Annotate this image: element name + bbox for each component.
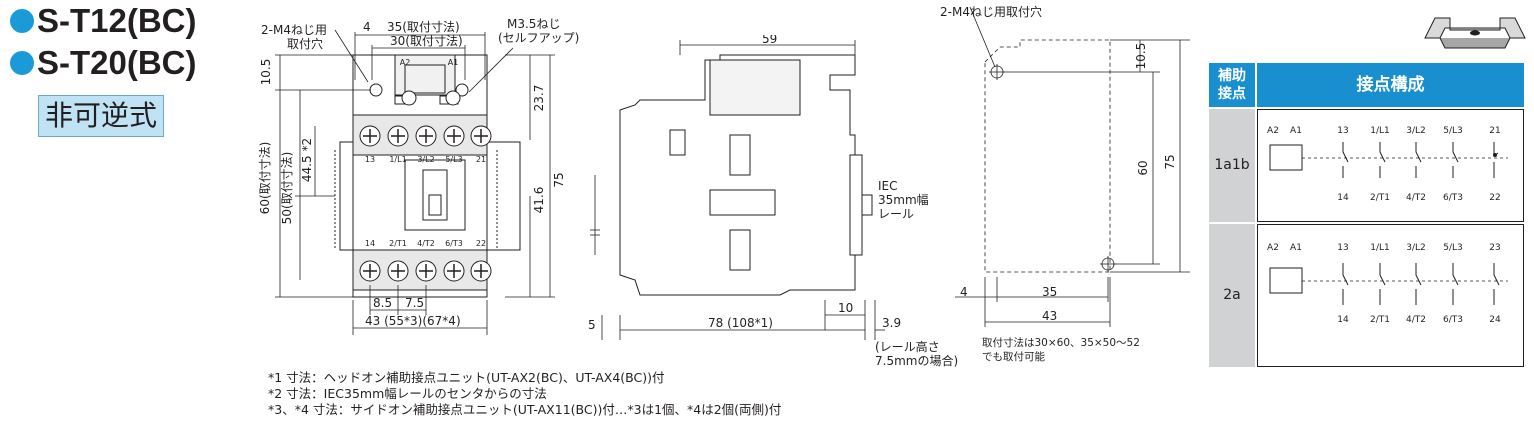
dim-3-9: 3.9 xyxy=(882,316,901,330)
rail-label: 35mm幅 xyxy=(878,192,929,207)
table-header-config: 接点構成 xyxy=(1257,63,1524,107)
rail-clip-icon xyxy=(1424,17,1526,49)
dim-43: 43 (55*3)(67*4) xyxy=(365,314,461,328)
svg-text:14: 14 xyxy=(1337,193,1349,203)
dim-5: 5 xyxy=(588,318,596,332)
side-view-drawing: 59 5 78 (108*1) 10 3.9 IEC 35mm幅 レール (レー… xyxy=(588,35,958,368)
dim-8-5: 8.5 xyxy=(373,296,392,310)
dim-50: 50(取付寸法) xyxy=(280,152,294,225)
row-label: 1a1b xyxy=(1209,109,1255,222)
svg-text:6/T3: 6/T3 xyxy=(1443,315,1463,325)
dim-35: 35 xyxy=(1042,285,1057,299)
top-terminal-label: 21 xyxy=(476,155,486,164)
model-title-1: S-T12(BC) xyxy=(10,2,197,40)
dim-43: 43 xyxy=(1042,309,1057,323)
svg-text:A2: A2 xyxy=(1267,243,1279,253)
contact-row-1: A2 A1 13 1/L1 3/L2 5/L3 21 14 2/T1 4/T2 … xyxy=(1257,109,1524,222)
bottom-terminal-label: 6/T3 xyxy=(445,239,463,248)
mount-hole-label: 2-M4ねじ用 xyxy=(261,23,327,37)
svg-text:5/L3: 5/L3 xyxy=(1443,126,1463,136)
screw-label: (セルフアップ) xyxy=(498,31,579,45)
dim-10-5: 10.5 xyxy=(1134,43,1148,70)
bottom-terminal-label: 14 xyxy=(365,239,375,248)
svg-text:13: 13 xyxy=(1337,243,1348,253)
mount-view-drawing: 2-M4ねじ用取付穴 10.5 60 75 4 35 43 取付寸法は30×60… xyxy=(940,4,1190,363)
row-label: 2a xyxy=(1209,224,1255,367)
svg-text:13: 13 xyxy=(1337,126,1348,136)
type-badge: 非可逆式 xyxy=(38,95,164,137)
svg-text:2/T1: 2/T1 xyxy=(1370,193,1390,203)
svg-text:2/T1: 2/T1 xyxy=(1370,315,1390,325)
contact-diagram-1a1b: A2 A1 13 1/L1 3/L2 5/L3 21 14 2/T1 4/T2 … xyxy=(1267,126,1508,203)
dim-44-5: 44.5 *2 xyxy=(300,138,314,182)
dim-59: 59 xyxy=(762,35,777,46)
svg-text:14: 14 xyxy=(1337,315,1349,325)
contact-diagram-2a: A2 A1 13 1/L1 3/L2 5/L3 23 14 2/T1 4/T2 … xyxy=(1267,243,1508,325)
dim-75: 75 xyxy=(1163,154,1177,169)
top-terminal-label: 13 xyxy=(365,155,375,164)
dim-78: 78 (108*1) xyxy=(708,316,773,330)
dim-60: 60 xyxy=(1136,160,1150,175)
rail-note: (レール高さ xyxy=(875,339,940,354)
svg-text:A1: A1 xyxy=(1290,243,1302,253)
top-terminal-label: 5/L3 xyxy=(445,155,462,164)
dim-4: 4 xyxy=(960,285,968,299)
mount-hole-label: 取付穴 xyxy=(287,36,323,51)
dim-7-5: 7.5 xyxy=(405,296,424,310)
dim-4: 4 xyxy=(363,20,371,34)
bottom-terminal-label: 2/T1 xyxy=(389,239,407,248)
mount-note: でも取付可能 xyxy=(982,350,1045,363)
front-view-drawing: 13 1/L1 3/L2 5/L3 21 14 2/T1 4/T2 6/T3 2… xyxy=(258,17,579,335)
contact-row-2: A2 A1 13 1/L1 3/L2 5/L3 23 14 2/T1 4/T2 … xyxy=(1257,224,1524,367)
mount-hole-label: 2-M4ねじ用取付穴 xyxy=(940,4,1042,19)
rail-note: 7.5mmの場合) xyxy=(875,353,958,368)
coil-terminal-label: A1 xyxy=(448,58,459,67)
svg-text:3/L2: 3/L2 xyxy=(1406,126,1426,136)
svg-text:21: 21 xyxy=(1489,126,1500,136)
mount-note: 取付寸法は30×60、35×50〜52 xyxy=(982,336,1140,349)
dim-23-7: 23.7 xyxy=(532,85,546,112)
top-terminal-label: 3/L2 xyxy=(417,155,434,164)
svg-text:5/L3: 5/L3 xyxy=(1443,243,1463,253)
bullet-icon xyxy=(10,9,34,33)
footnote-3: *3、*4 寸法：サイドオン補助接点ユニット(UT-AX11(BC))付…*3は… xyxy=(268,402,782,417)
bottom-terminal-label: 4/T2 xyxy=(417,239,435,248)
dim-30: 30(取付寸法) xyxy=(390,34,463,48)
bottom-terminal-label: 22 xyxy=(476,239,486,248)
dim-10: 10 xyxy=(838,301,853,315)
svg-text:A2: A2 xyxy=(1267,126,1279,136)
svg-text:23: 23 xyxy=(1489,243,1500,253)
rail-label: レール xyxy=(878,207,914,221)
svg-text:3/L2: 3/L2 xyxy=(1406,243,1426,253)
coil-terminal-label: A2 xyxy=(400,58,411,67)
model-title-2: S-T20(BC) xyxy=(10,44,197,82)
bullet-icon xyxy=(10,51,34,75)
svg-text:24: 24 xyxy=(1489,315,1501,325)
svg-text:1/L1: 1/L1 xyxy=(1370,126,1390,136)
svg-text:22: 22 xyxy=(1489,193,1500,203)
dim-41-6: 41.6 xyxy=(532,187,546,214)
svg-text:A1: A1 xyxy=(1290,126,1302,136)
dim-10-5: 10.5 xyxy=(259,59,273,86)
svg-text:1/L1: 1/L1 xyxy=(1370,243,1390,253)
dim-60: 60(取付寸法) xyxy=(258,142,272,215)
screw-label: M3.5ねじ xyxy=(507,17,560,31)
rail-label: IEC xyxy=(878,179,898,193)
svg-text:4/T2: 4/T2 xyxy=(1406,193,1426,203)
dim-75: 75 xyxy=(552,172,566,187)
svg-text:6/T3: 6/T3 xyxy=(1443,193,1463,203)
dim-35: 35(取付寸法) xyxy=(387,20,460,34)
top-terminal-label: 1/L1 xyxy=(389,155,406,164)
svg-text:4/T2: 4/T2 xyxy=(1406,315,1426,325)
footnote-1: *1 寸法：ヘッドオン補助接点ユニット(UT-AX2(BC)、UT-AX4(BC… xyxy=(268,370,665,385)
footnote-2: *2 寸法：IEC35mm幅レールのセンタからの寸法 xyxy=(268,386,547,401)
table-header-aux: 補助接点 xyxy=(1209,63,1255,107)
